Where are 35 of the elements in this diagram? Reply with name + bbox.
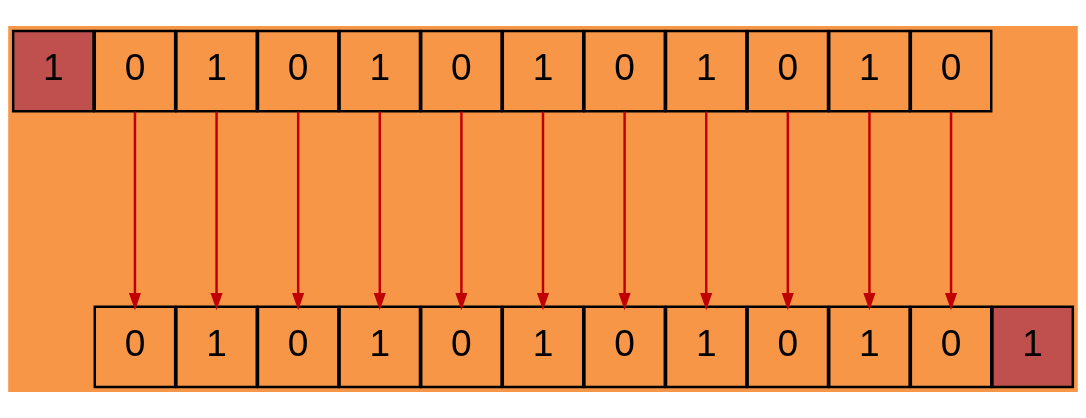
arrow xyxy=(863,111,876,311)
node-box: 0 xyxy=(419,29,503,113)
node-box: 0 xyxy=(93,305,177,389)
node-box: 1 xyxy=(664,29,748,113)
arrow xyxy=(618,111,631,311)
arrow xyxy=(210,111,223,311)
node-box: 0 xyxy=(583,29,667,113)
node-box: 1 xyxy=(828,29,911,113)
arrow xyxy=(536,111,550,311)
node-box: 1 xyxy=(501,29,585,113)
node-box: 1 xyxy=(828,305,911,389)
node-box: 0 xyxy=(419,305,503,389)
node-box: 1 xyxy=(664,305,748,389)
node-box: 0 xyxy=(909,29,993,113)
node-box: 0 xyxy=(746,305,830,389)
node-box: 1 xyxy=(338,305,422,389)
node-box: 0 xyxy=(583,305,667,389)
node-box: 0 xyxy=(256,29,340,113)
node-box: 1 xyxy=(338,29,422,113)
arrow xyxy=(781,111,794,311)
arrow xyxy=(128,111,142,311)
node-box: 1 xyxy=(11,29,95,113)
node-box: 0 xyxy=(256,305,340,389)
arrow xyxy=(944,111,958,311)
arrow xyxy=(373,111,386,311)
node-box: 0 xyxy=(909,305,993,389)
arrow xyxy=(700,111,713,311)
node-box: 1 xyxy=(501,305,585,389)
node-box: 1 xyxy=(175,29,258,113)
arrow xyxy=(455,111,468,311)
node-box: 0 xyxy=(93,29,177,113)
node-box: 1 xyxy=(991,305,1075,389)
node-box: 1 xyxy=(175,305,258,389)
node-box: 0 xyxy=(746,29,830,113)
arrow xyxy=(292,111,305,311)
